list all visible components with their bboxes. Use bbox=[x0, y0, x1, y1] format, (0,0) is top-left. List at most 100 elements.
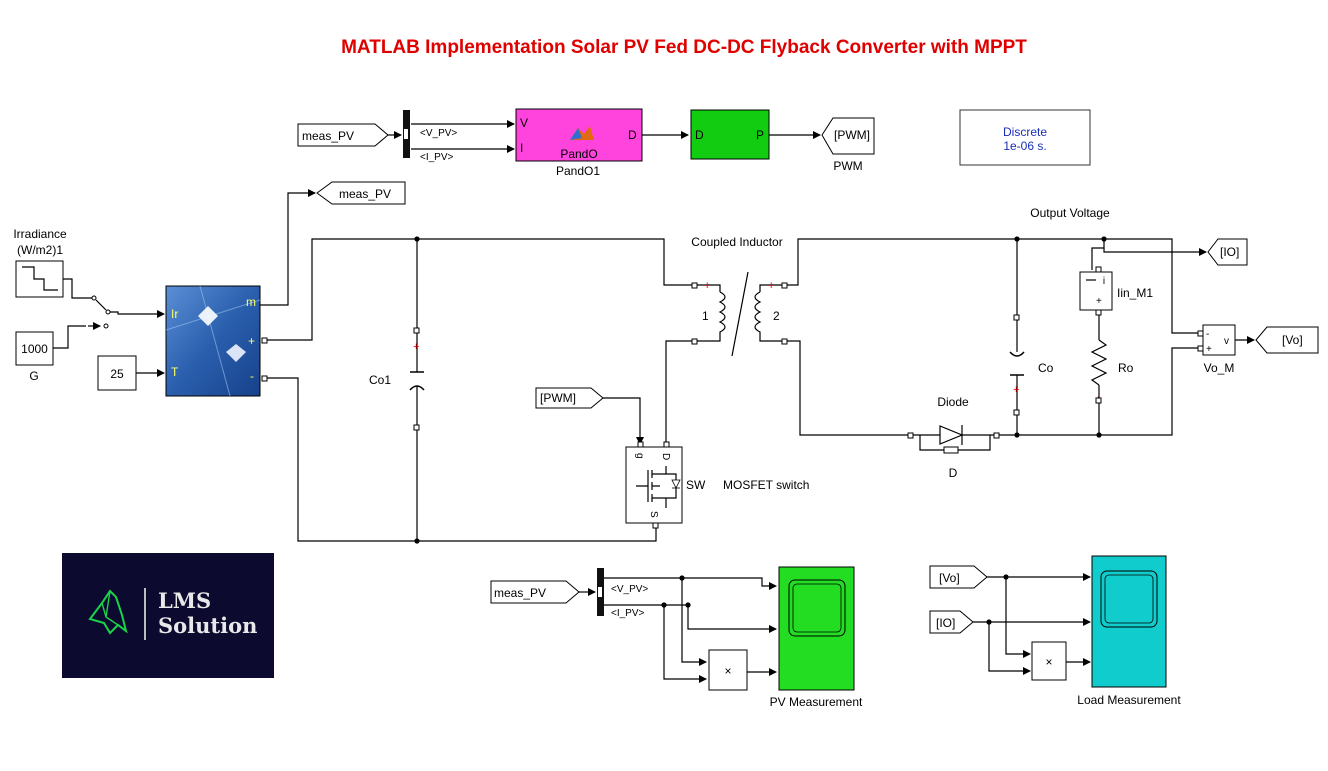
svg-text:D: D bbox=[628, 128, 637, 142]
lms-logo-icon bbox=[88, 589, 128, 635]
bus-signal-v-pv: <V_PV> bbox=[420, 128, 457, 139]
svg-text:v: v bbox=[1224, 336, 1229, 347]
irradiance-label-2: (W/m2)1 bbox=[17, 243, 63, 257]
svg-text:+: + bbox=[248, 334, 255, 348]
manual-switch[interactable] bbox=[88, 295, 111, 330]
pando-block[interactable]: V I D PandO bbox=[515, 108, 643, 162]
svg-text:[IO]: [IO] bbox=[936, 616, 955, 630]
iin-label: Iin_M1 bbox=[1117, 286, 1153, 300]
svg-text:25: 25 bbox=[110, 367, 124, 381]
from-meas-pv-top[interactable]: meas_PV bbox=[297, 123, 389, 147]
svg-text:I: I bbox=[520, 141, 523, 155]
constant-g-name: G bbox=[29, 369, 38, 383]
powergui-block[interactable]: Discrete 1e-06 s. bbox=[959, 109, 1091, 166]
load-resistor-ro[interactable]: + bbox=[1090, 315, 1108, 435]
diode-name: D bbox=[949, 466, 958, 480]
co1-label: Co1 bbox=[369, 373, 391, 387]
svg-text:meas_PV: meas_PV bbox=[339, 187, 391, 201]
logo-text: LMS Solution bbox=[158, 588, 257, 638]
product-block-load[interactable]: × bbox=[1031, 641, 1067, 681]
svg-text:g: g bbox=[634, 453, 645, 459]
vo-m-label: Vo_M bbox=[1204, 361, 1235, 375]
svg-text:+: + bbox=[413, 341, 419, 353]
load-measurement-scope[interactable] bbox=[1091, 555, 1167, 688]
output-voltage-label: Output Voltage bbox=[1030, 206, 1110, 220]
goto-pwm[interactable]: [PWM] bbox=[821, 117, 875, 155]
page-title: MATLAB Implementation Solar PV Fed DC-DC… bbox=[341, 37, 1027, 58]
mosfet-switch[interactable]: g D S bbox=[625, 441, 683, 529]
svg-text:×: × bbox=[724, 664, 731, 678]
svg-text:1e-06 s.: 1e-06 s. bbox=[1003, 139, 1046, 153]
bus-signal-i-pv-2: <I_PV> bbox=[611, 608, 645, 619]
svg-text:V: V bbox=[520, 116, 528, 130]
svg-text:[PWM]: [PWM] bbox=[540, 391, 576, 405]
irradiance-label-1: Irradiance bbox=[13, 227, 67, 241]
co-label: Co bbox=[1038, 361, 1054, 375]
svg-text:×: × bbox=[1045, 655, 1052, 669]
svg-text:-: - bbox=[1206, 329, 1209, 340]
svg-text:[IO]: [IO] bbox=[1220, 245, 1239, 259]
svg-text:[Vo]: [Vo] bbox=[939, 571, 960, 585]
pwm-goto-name: PWM bbox=[833, 159, 862, 173]
svg-text:i: i bbox=[1103, 276, 1105, 287]
svg-text:D: D bbox=[660, 453, 671, 460]
matlab-logo-icon bbox=[570, 126, 594, 140]
svg-text:Ir: Ir bbox=[171, 307, 178, 321]
logo-line-2: Solution bbox=[158, 613, 258, 638]
svg-text:[Vo]: [Vo] bbox=[1282, 333, 1303, 347]
coupled-inductor-label: Coupled Inductor bbox=[691, 235, 782, 249]
pv-measurement-label: PV Measurement bbox=[770, 695, 863, 709]
svg-text:+: + bbox=[1013, 384, 1019, 396]
coupled-inductor[interactable]: + + 1 2 bbox=[691, 271, 788, 357]
goto-vo[interactable]: [Vo] bbox=[1255, 326, 1319, 354]
temperature-constant-block[interactable]: 25 bbox=[97, 355, 137, 391]
svg-text:+: + bbox=[704, 280, 710, 292]
svg-text:S: S bbox=[648, 511, 659, 518]
svg-text:T: T bbox=[171, 365, 179, 379]
from-meas-pv-bottom[interactable]: meas_PV bbox=[490, 580, 580, 604]
product-block-pv[interactable]: × bbox=[708, 649, 748, 691]
svg-text:meas_PV: meas_PV bbox=[494, 586, 546, 600]
irradiance-signal-builder[interactable] bbox=[15, 260, 64, 298]
from-io[interactable]: [IO] bbox=[929, 610, 974, 634]
svg-text:Discrete: Discrete bbox=[1003, 125, 1047, 139]
load-measurement-label: Load Measurement bbox=[1077, 693, 1181, 707]
svg-text:+: + bbox=[1096, 296, 1102, 307]
output-capacitor-co[interactable]: + bbox=[1009, 239, 1025, 435]
sun-glare-icon bbox=[198, 306, 218, 326]
svg-text:meas_PV: meas_PV bbox=[302, 129, 354, 143]
mosfet-label: MOSFET switch bbox=[723, 478, 809, 492]
pv-array-block[interactable]: Ir T m + - bbox=[165, 285, 261, 397]
voltage-measurement[interactable]: - + v bbox=[1197, 324, 1236, 356]
svg-text:P: P bbox=[756, 128, 764, 142]
goto-meas-pv[interactable]: meas_PV bbox=[316, 181, 406, 205]
svg-text:-: - bbox=[250, 369, 254, 383]
bus-signal-i-pv: <I_PV> bbox=[420, 152, 454, 163]
bus-signal-v-pv-2: <V_PV> bbox=[611, 584, 648, 595]
lms-solution-logo bbox=[62, 553, 274, 678]
svg-text:[PWM]: [PWM] bbox=[834, 128, 870, 142]
svg-text:PandO: PandO bbox=[560, 147, 597, 161]
logo-line-1: LMS bbox=[158, 588, 212, 613]
svg-text:1000: 1000 bbox=[21, 342, 48, 356]
svg-text:+: + bbox=[768, 280, 774, 292]
svg-text:+: + bbox=[1206, 344, 1212, 355]
svg-text:1: 1 bbox=[702, 309, 709, 323]
svg-text:D: D bbox=[695, 128, 704, 142]
diode[interactable] bbox=[907, 425, 1000, 454]
constant-irradiance-block[interactable]: 1000 bbox=[15, 331, 54, 366]
pando-name: PandO1 bbox=[556, 164, 600, 178]
diode-title: Diode bbox=[937, 395, 969, 409]
from-pwm[interactable]: [PWM] bbox=[535, 387, 604, 409]
pv-measurement-scope[interactable] bbox=[778, 566, 855, 691]
sw-name: SW bbox=[686, 478, 706, 492]
ro-label: Ro bbox=[1118, 361, 1134, 375]
current-measurement[interactable]: i + bbox=[1079, 266, 1113, 316]
from-vo[interactable]: [Vo] bbox=[929, 565, 988, 589]
goto-io[interactable]: [IO] bbox=[1207, 238, 1248, 266]
svg-text:2: 2 bbox=[773, 309, 780, 323]
svg-text:m: m bbox=[246, 295, 256, 309]
pwm-generator-block[interactable]: D P bbox=[690, 109, 770, 160]
logo-divider bbox=[144, 588, 146, 640]
